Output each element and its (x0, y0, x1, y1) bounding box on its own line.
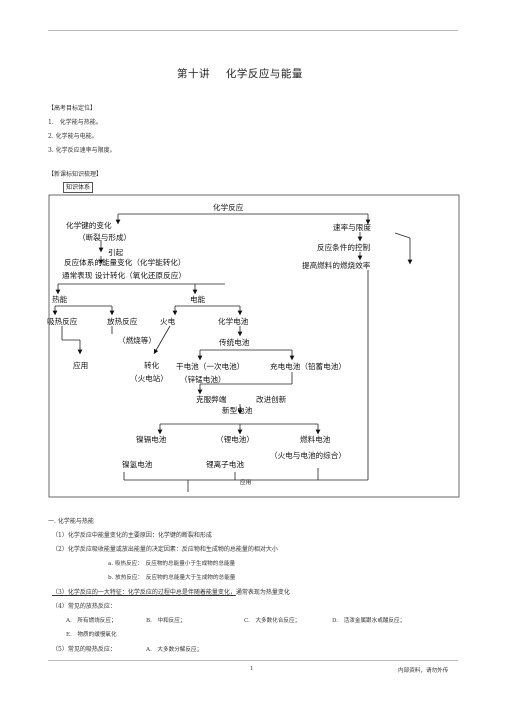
header-rule (48, 30, 458, 31)
section-option: A. 所有燃烧反应； (66, 618, 117, 624)
node-application: 应用 (73, 360, 88, 370)
diagram-frame (48, 194, 460, 498)
node-exo: 放热反应 (107, 316, 138, 326)
section-text: 通常表现为热量变化 (235, 589, 290, 596)
node-zn-mn: （锌锰电池） (180, 374, 226, 384)
node-dry-cell: 干电池（一次电池） (176, 361, 244, 371)
node-fire-battery: （火电与电池的综合） (270, 450, 346, 460)
node-normal: 通常表现 设计转化（氧化还原反应） (62, 270, 186, 280)
node-rate: 速率与限度 (333, 222, 371, 232)
node-cause: 引起 (108, 248, 124, 257)
footer-rule (48, 660, 458, 661)
objectives-heading: 【高考目标定位】 (48, 105, 97, 112)
node-li: （锂电池） (216, 434, 254, 444)
node-efficiency: 提高燃料的燃烧效率 (302, 260, 371, 270)
node-heat: 热能 (52, 294, 68, 304)
section-paragraph: （5）常见的吸热反应： (52, 646, 116, 653)
node-energy-change: 反应体系的能量变化（化学能转化） (64, 257, 186, 267)
node-convert: 转化 (144, 360, 160, 370)
node-innovate: 改进创新 (256, 394, 287, 404)
section-option: E. 物质的缓慢氧化 (66, 632, 117, 638)
node-li-ion: 锂离子电池 (206, 459, 244, 469)
node-chem-battery: 化学电池 (218, 316, 249, 326)
connector (394, 232, 411, 239)
node-thermal-plant: （火电站） (130, 373, 168, 383)
objective-item-2: 2. 化学能与电能。 (48, 133, 98, 140)
node-combustion: （燃烧等） (118, 335, 156, 345)
node-overcome: 克服弊端 (196, 394, 227, 404)
node-fire: 火电 (160, 316, 176, 326)
title-topic: 化学反应与能量 (225, 68, 303, 80)
section-option: B. 中和反应； (146, 618, 186, 624)
node-electric: 电能 (190, 294, 206, 304)
footer-note: 内部资料，请勿外传 (398, 668, 449, 674)
knowledge-system-label: 知识体系 (63, 182, 94, 193)
page-title: 第十讲 化学反应与能量 (177, 66, 303, 81)
objective-item-1: 1. 化学能与热能。 (48, 119, 102, 126)
section-subitem: a. 吸热反应： 反应物的总能量小于生成物的总能量 (108, 561, 236, 567)
section-text: （3）化学反应的一大特征：化学反应的过程中总是伴随着能量变化， (52, 589, 236, 596)
node-ni-cd: 镍镉电池 (136, 434, 167, 444)
node-bond-change: 化学键的变化 (66, 220, 112, 230)
page-number: 1 (250, 666, 254, 672)
section-paragraph: （4）常见的放热反应： (52, 603, 116, 610)
node-recharge: 充电电池（铅蓄电池） (270, 361, 346, 371)
section-option: C. 大多数化合反应； (244, 618, 301, 624)
node-endo: 吸热反应 (47, 316, 78, 326)
section-option: D. 活泼金属跟水或酸反应； (332, 618, 406, 624)
section-heading: 一. 化学能与热能 (48, 518, 94, 525)
node-new-battery: 新型电池 (222, 405, 253, 415)
section-paragraph: （3）化学反应的一大特征：化学反应的过程中总是伴随着能量变化，通常表现为热量变化 (52, 587, 290, 596)
node-bond-paren: （断裂与形成） (78, 232, 131, 242)
knowledge-heading: 【新课标知识梳理】 (48, 171, 103, 178)
node-control: 反应条件的控制 (317, 242, 371, 252)
objective-item-3: 3. 化学反应速率与限度。 (48, 147, 116, 154)
section-paragraph: （1）化学反应中能量变化的主要原因：化学键的断裂和形成 (52, 532, 212, 539)
section-option: A. 大多数分解反应； (146, 647, 203, 653)
title-lecture: 第十讲 (177, 68, 210, 80)
node-traditional: 传统电池 (219, 337, 250, 347)
node-chem-reaction: 化学反应 (213, 202, 244, 212)
section-subitem: b. 放热反应： 反应物的总能量大于生成物的总能量 (108, 575, 236, 581)
connector (153, 325, 171, 355)
node-use: 应用 (240, 478, 251, 486)
node-fuel: 燃料电池 (300, 434, 331, 444)
node-ni-h: 镍氢电池 (122, 459, 153, 469)
section-paragraph: （2）化学反应吸收能量或放出能量的决定因素：反应物和生成物的总能量的相对大小 (52, 546, 278, 553)
